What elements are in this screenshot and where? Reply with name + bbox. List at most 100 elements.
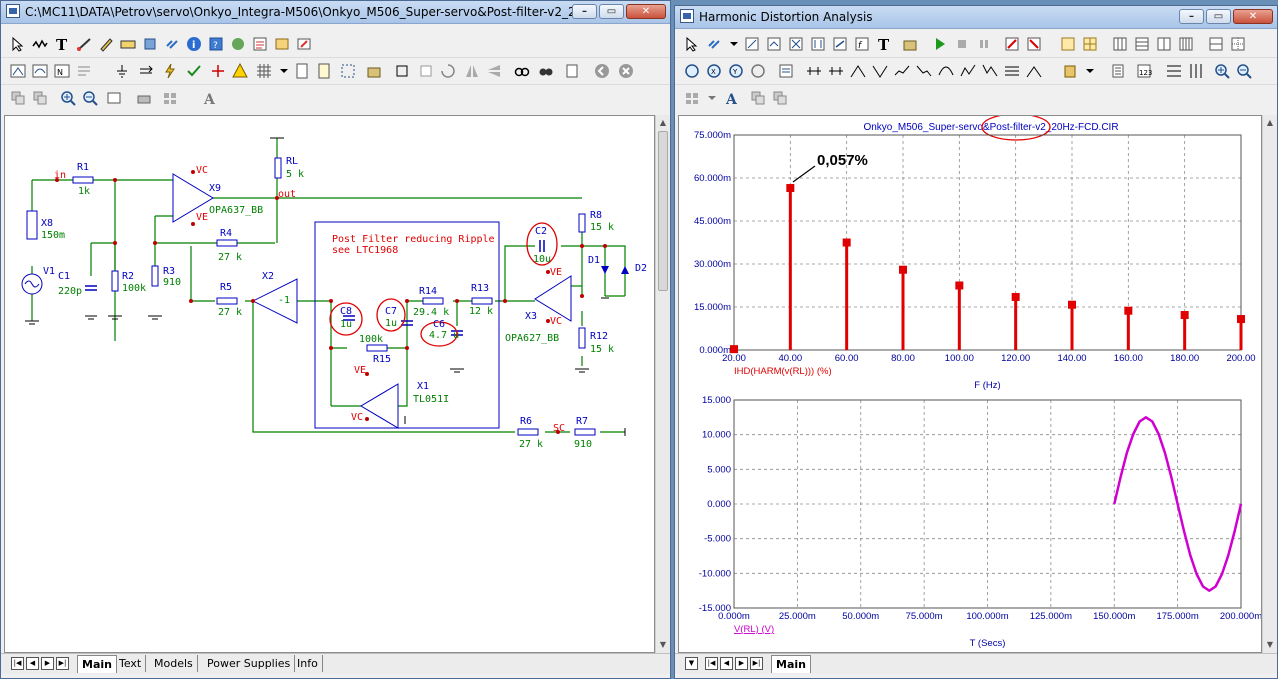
page-icon[interactable] [294, 63, 310, 79]
stop-square-icon[interactable] [954, 36, 970, 52]
node-numbers-icon[interactable] [10, 63, 26, 79]
print-icon[interactable] [136, 90, 152, 106]
zoom-out-icon[interactable] [1236, 63, 1252, 79]
cursor-peak-icon[interactable] [1004, 36, 1020, 52]
help-icon[interactable]: ? [208, 36, 224, 52]
tab-power-supplies[interactable]: Power Supplies [203, 655, 296, 672]
ruler-icon[interactable] [120, 36, 136, 52]
link-icon[interactable] [164, 36, 180, 52]
valley-icon[interactable] [872, 63, 888, 79]
first-tab-nav[interactable]: |◀ [705, 657, 718, 670]
flip-y-icon[interactable] [486, 63, 502, 79]
tab-main[interactable]: Main [77, 655, 117, 673]
schematic-canvas[interactable]: R1 1k in X8 150m V1 C1 220p R2 100k R3 9… [4, 115, 655, 653]
dropdown-nav[interactable]: ▼ [685, 657, 698, 670]
cursor-valley-icon[interactable] [1026, 36, 1042, 52]
prev-tab-nav[interactable]: ◀ [720, 657, 733, 670]
pencil-icon[interactable] [98, 36, 114, 52]
layout-grid-icon[interactable] [684, 90, 700, 106]
autoscale-icon[interactable] [766, 36, 782, 52]
layout-stack-icon[interactable] [1178, 36, 1194, 52]
grid-icon[interactable] [256, 63, 272, 79]
copy-icon[interactable] [750, 90, 766, 106]
maximize-button[interactable]: ▭ [599, 4, 624, 19]
link-icon[interactable] [706, 36, 722, 52]
layout-columns-icon[interactable] [1112, 36, 1128, 52]
zoom-range-icon[interactable] [810, 36, 826, 52]
text-icon[interactable]: T [54, 36, 70, 52]
grid-list-icon[interactable] [274, 36, 290, 52]
zoom-in-icon[interactable] [1214, 63, 1230, 79]
dropdown-arrow-icon[interactable] [276, 63, 292, 79]
tokens-icon[interactable]: 123 [1136, 63, 1152, 79]
prev-tab-nav[interactable]: ◀ [26, 657, 39, 670]
zoom-out-icon[interactable] [82, 90, 98, 106]
wire-icon[interactable] [32, 36, 48, 52]
back-icon[interactable] [594, 63, 610, 79]
scroll-down-arrow[interactable]: ▼ [659, 640, 667, 649]
layout-grid-icon[interactable] [162, 90, 178, 106]
arrows-icon[interactable] [138, 63, 154, 79]
close-button[interactable]: ✕ [626, 4, 666, 19]
window-grid-icon[interactable] [1082, 36, 1098, 52]
expand-icon[interactable] [788, 36, 804, 52]
fit-width-icon[interactable] [1166, 63, 1182, 79]
top-icon[interactable] [1004, 63, 1020, 79]
snap-grid-icon[interactable] [394, 63, 410, 79]
global-low-icon[interactable] [982, 63, 998, 79]
analysis-close-button[interactable]: ✕ [1233, 9, 1273, 24]
next-tab-nav[interactable]: ▶ [41, 657, 54, 670]
dropdown-arrow-icon[interactable] [726, 36, 742, 52]
scroll-up-arrow[interactable]: ▲ [659, 118, 667, 127]
plot-crosshair-icon[interactable] [1230, 36, 1246, 52]
bottom-icon[interactable] [1026, 63, 1042, 79]
low-icon[interactable] [916, 63, 932, 79]
tools-icon[interactable] [902, 36, 918, 52]
cross-arrows-icon[interactable] [210, 63, 226, 79]
data-points-icon[interactable] [1110, 63, 1126, 79]
dropdown-arrow-icon[interactable] [1082, 63, 1098, 79]
node-voltages-icon[interactable] [32, 63, 48, 79]
check-mark-icon[interactable] [186, 63, 202, 79]
rotate-icon[interactable] [440, 63, 456, 79]
pause-icon[interactable] [976, 36, 992, 52]
text-icon[interactable]: T [876, 36, 892, 52]
analysis-titlebar[interactable]: Harmonic Distortion Analysis – ▭ ✕ [675, 6, 1277, 29]
schematic-vscrollbar[interactable]: ▲ ▼ [655, 115, 670, 653]
scroll-down-arrow[interactable]: ▼ [1266, 640, 1274, 649]
info-icon[interactable]: i [186, 36, 202, 52]
peak-icon[interactable] [850, 63, 866, 79]
tools-icon[interactable] [366, 63, 382, 79]
warning-icon[interactable] [232, 63, 248, 79]
cursor-right-icon[interactable] [828, 63, 844, 79]
zoom-x-icon[interactable]: X [706, 63, 722, 79]
analysis-minimize-button[interactable]: – [1179, 9, 1204, 24]
edit-component-icon[interactable] [296, 36, 312, 52]
zoom-all-icon[interactable] [750, 63, 766, 79]
font-icon[interactable]: A [724, 90, 740, 106]
analysis-vscrollbar[interactable]: ▲ ▼ [1262, 115, 1277, 653]
function-icon[interactable]: f [854, 36, 870, 52]
paste-icon[interactable] [32, 90, 48, 106]
scale-icon[interactable] [744, 36, 760, 52]
analysis-plot-area[interactable]: Onkyo_M506_Super-servo&Post-filter-v2_20… [678, 115, 1262, 653]
tab-models[interactable]: Models [150, 655, 198, 672]
page-copy-icon[interactable] [316, 63, 332, 79]
dropdown-arrow-icon[interactable] [704, 90, 720, 106]
layout-split-icon[interactable] [1156, 36, 1172, 52]
inflection-icon[interactable] [938, 63, 954, 79]
paste-icon[interactable] [772, 90, 788, 106]
chip-icon[interactable] [142, 36, 158, 52]
last-tab-nav[interactable]: ▶| [56, 657, 69, 670]
line-draw-icon[interactable] [76, 36, 92, 52]
clipboard-icon[interactable] [1062, 63, 1078, 79]
find-next-icon[interactable] [538, 63, 554, 79]
zoom-fit-icon[interactable] [684, 63, 700, 79]
zoom-fit-icon[interactable] [106, 90, 122, 106]
first-tab-nav[interactable]: |◀ [11, 657, 24, 670]
last-tab-nav[interactable]: ▶| [750, 657, 763, 670]
network-icon[interactable] [230, 36, 246, 52]
high-icon[interactable] [894, 63, 910, 79]
zoom-y-icon[interactable]: Y [728, 63, 744, 79]
plot-horizontal-icon[interactable] [1208, 36, 1224, 52]
